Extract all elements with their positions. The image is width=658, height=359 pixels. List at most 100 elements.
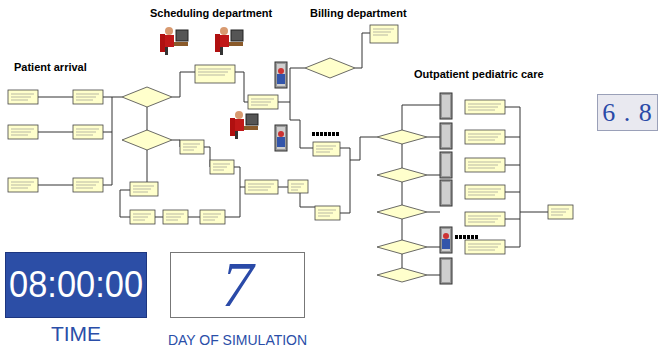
entity-head: [443, 233, 449, 239]
day-display: 7DAY OF SIMULATION: [170, 252, 305, 318]
module-text-stroke: [373, 35, 388, 36]
queue-entity: [328, 132, 331, 136]
queue-entity: [324, 132, 327, 136]
module-text-stroke: [133, 192, 148, 193]
wire: [103, 97, 112, 185]
module-text-stroke: [468, 134, 501, 135]
module-text-stroke: [11, 182, 34, 183]
module-text-stroke: [76, 100, 93, 101]
body: [164, 35, 174, 47]
queue-entity: [312, 132, 315, 136]
decision-diamond: [122, 130, 172, 150]
module-text-stroke: [11, 94, 34, 95]
module-text-stroke: [11, 185, 31, 186]
resource-door-panel: [277, 127, 285, 149]
display-value: 6 . 8: [602, 100, 653, 126]
wire: [235, 72, 248, 102]
module-text-stroke: [248, 190, 268, 191]
module-text-stroke: [251, 99, 274, 100]
module-text-stroke: [76, 185, 96, 186]
wire: [112, 97, 122, 98]
chair: [160, 34, 165, 52]
module-text-stroke: [11, 132, 31, 133]
module-text-stroke: [373, 32, 391, 33]
module-text-stroke: [133, 214, 151, 215]
module-text-stroke: [203, 217, 218, 218]
module-box: [315, 206, 340, 220]
display-caption: DAY OF SIMULATION: [168, 333, 307, 347]
leg: [220, 47, 223, 55]
resource-door-panel: [442, 125, 450, 147]
wire: [234, 167, 240, 187]
decision-diamond: [305, 58, 355, 78]
head: [220, 27, 228, 35]
module-box: [73, 125, 103, 139]
wire: [505, 165, 520, 166]
module-box: [465, 130, 505, 144]
module-box: [8, 90, 38, 104]
decision-diamond: [122, 87, 172, 107]
module-text-stroke: [468, 192, 498, 193]
head: [165, 27, 173, 35]
leg: [235, 131, 238, 139]
module-box: [248, 95, 278, 109]
queue-entity: [336, 132, 339, 136]
wire: [300, 193, 315, 207]
resource-door: [440, 123, 452, 149]
module-text-stroke: [291, 184, 304, 185]
module-text-stroke: [316, 149, 333, 150]
module-text-stroke: [183, 144, 200, 145]
wire: [505, 192, 520, 193]
module-text-stroke: [318, 213, 333, 214]
display-value: 7: [222, 253, 254, 317]
module-box: [465, 100, 505, 114]
section-label: Scheduling department: [150, 7, 272, 19]
wire: [402, 219, 403, 240]
module-box: [8, 125, 38, 139]
module-text-stroke: [11, 97, 31, 98]
module-text-stroke: [213, 164, 230, 165]
wire: [38, 185, 73, 186]
module-text-stroke: [76, 129, 99, 130]
wire: [38, 132, 73, 133]
module-text-stroke: [468, 189, 501, 190]
wire: [155, 217, 163, 218]
module-text-stroke: [198, 69, 231, 70]
section-label: Patient arrival: [14, 61, 87, 73]
module-text-stroke: [133, 217, 148, 218]
resource-door: [275, 125, 287, 151]
module-text-stroke: [468, 104, 501, 105]
module-box: [73, 90, 103, 104]
resource-door-panel: [442, 95, 450, 117]
module-text-stroke: [76, 94, 99, 95]
wire: [350, 137, 377, 160]
module-text-stroke: [11, 100, 28, 101]
decision-diamond: [377, 240, 427, 254]
wire: [172, 140, 180, 147]
queue-entity: [455, 235, 458, 239]
resource-door: [275, 62, 287, 88]
module-box: [313, 142, 340, 156]
entity-head: [278, 68, 284, 74]
entity-body: [277, 74, 285, 84]
display-caption: TIME: [51, 323, 101, 344]
wire: [505, 219, 520, 220]
monitor: [246, 114, 258, 125]
module-text-stroke: [76, 135, 93, 136]
module-text-stroke: [183, 147, 197, 148]
resource-door-panel: [442, 154, 450, 176]
module-box: [130, 182, 158, 196]
module-text-stroke: [11, 135, 28, 136]
body: [234, 119, 244, 131]
resource-door-panel: [442, 260, 450, 282]
monitor: [176, 30, 188, 41]
module-text-stroke: [11, 129, 34, 130]
decision-diamond: [377, 268, 427, 282]
section-label: Outpatient pediatric care: [414, 68, 544, 80]
entity-head: [278, 131, 284, 137]
wire: [505, 212, 520, 247]
wire: [427, 137, 440, 138]
module-box: [548, 205, 573, 219]
module-text-stroke: [203, 214, 221, 215]
module-box: [465, 212, 505, 226]
